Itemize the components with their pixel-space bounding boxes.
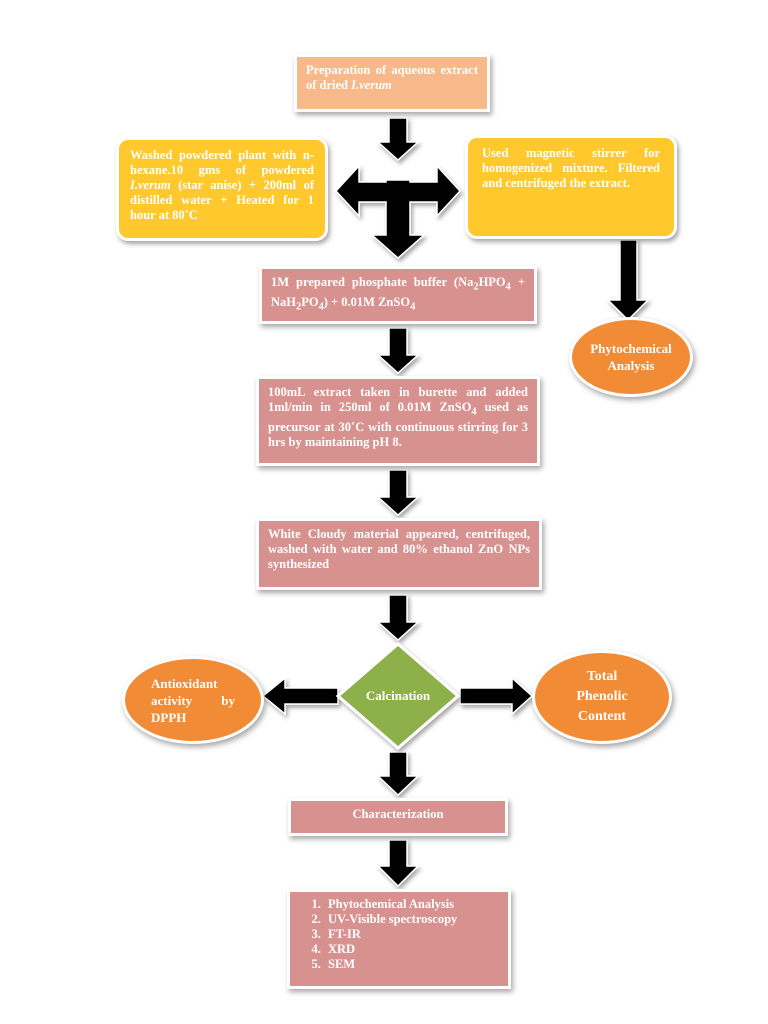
antioxidant-text: Antioxidant activity by DPPH bbox=[151, 675, 235, 725]
phytochemical-analysis-text: Phytochemical Analysis bbox=[590, 341, 672, 373]
magnetic-stirrer-box: Used magnetic stirrer for homogenized mi… bbox=[465, 135, 677, 239]
burette-text-b: used as precursor at 30˚C with continuou… bbox=[268, 400, 528, 449]
buffer-text-b: HPO bbox=[478, 275, 506, 289]
burette-box: 100mL extract taken in burette and added… bbox=[256, 376, 540, 466]
arrow-right-phenolic bbox=[459, 676, 534, 716]
characterization-text: Characterization bbox=[352, 807, 444, 821]
preparation-box: Preparation of aqueous extract of dried … bbox=[294, 54, 490, 112]
arrow-cross-body bbox=[334, 164, 462, 260]
characterization-box: Characterization bbox=[288, 798, 508, 836]
list-item: SEM bbox=[324, 957, 502, 972]
washed-plant-box: Washed powdered plant with n-hexane.10 g… bbox=[116, 137, 328, 241]
calcination-diamond bbox=[335, 642, 461, 750]
buffer-sub-3: 2 bbox=[296, 301, 302, 312]
buffer-text-e: ) + 0.01M ZnSO bbox=[323, 294, 411, 309]
buffer-text-a: 1M prepared phosphate buffer (Na bbox=[271, 275, 474, 289]
arrow-down-2 bbox=[376, 327, 420, 375]
preparation-text: Preparation of aqueous extract of dried bbox=[306, 63, 478, 92]
total-phenolic-oval: Total Phenolic Content bbox=[532, 650, 672, 744]
stirrer-text: Used magnetic stirrer for homogenized mi… bbox=[482, 146, 660, 190]
cloudy-text: White Cloudy material appeared, centrifu… bbox=[268, 527, 530, 571]
buffer-text-d: PO bbox=[301, 294, 319, 309]
arrow-down-3 bbox=[376, 469, 420, 517]
washed-italic: I.verum bbox=[130, 178, 171, 192]
buffer-sub-2: 4 bbox=[505, 281, 511, 293]
preparation-italic: I.verum bbox=[351, 78, 392, 92]
buffer-sub-5: 4 bbox=[410, 301, 416, 312]
characterization-list-box: Phytochemical Analysis UV-Visible spectr… bbox=[287, 889, 511, 989]
buffer-sub-4: 4 bbox=[318, 301, 324, 312]
total-phenolic-text: Total Phenolic Content bbox=[576, 669, 628, 724]
buffer-text-c: + NaH bbox=[271, 275, 525, 309]
characterization-list: Phytochemical Analysis UV-Visible spectr… bbox=[296, 897, 502, 972]
arrow-left-antioxidant bbox=[261, 676, 339, 716]
calcination-label: Calcination bbox=[365, 688, 431, 703]
washed-text-1: Washed powdered plant with n-hexane.10 g… bbox=[130, 148, 314, 177]
phosphate-buffer-box: 1M prepared phosphate buffer (Na2HPO4 + … bbox=[259, 266, 537, 324]
burette-sub-1: 4 bbox=[471, 406, 477, 418]
arrow-down-1 bbox=[376, 117, 420, 162]
phytochemical-analysis-oval: Phytochemical Analysis bbox=[569, 317, 693, 397]
list-item: UV-Visible spectroscopy bbox=[324, 912, 502, 927]
arrow-down-4 bbox=[376, 594, 420, 642]
buffer-sub-1: 2 bbox=[473, 281, 479, 293]
list-item: FT-IR bbox=[324, 927, 502, 942]
white-cloudy-box: White Cloudy material appeared, centrifu… bbox=[256, 518, 542, 590]
list-item: Phytochemical Analysis bbox=[324, 897, 502, 912]
antioxidant-oval: Antioxidant activity by DPPH bbox=[122, 656, 264, 744]
washed-text-2: (star anise) + 200ml of distilled water … bbox=[130, 178, 314, 222]
arrow-down-5 bbox=[376, 751, 420, 797]
arrow-down-6 bbox=[376, 839, 420, 888]
burette-text-a: 100mL extract taken in burette and added… bbox=[268, 385, 528, 414]
list-item: XRD bbox=[324, 942, 502, 957]
arrow-down-phyto bbox=[606, 239, 650, 322]
